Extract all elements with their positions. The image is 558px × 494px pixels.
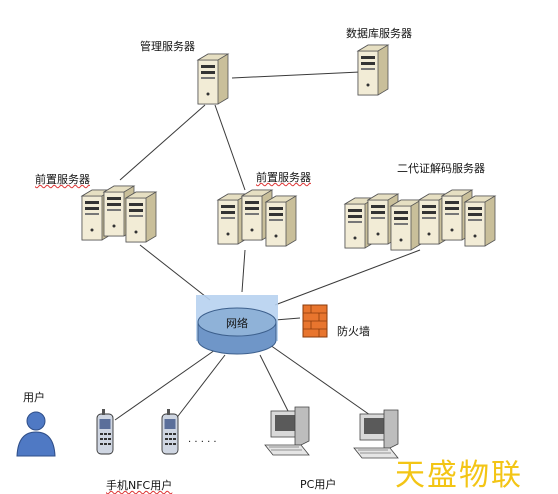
decode-server-label: 二代证解码服务器 xyxy=(397,162,485,175)
firewall-icon xyxy=(302,304,328,338)
user-icon xyxy=(16,411,56,457)
user-label: 用户 xyxy=(23,391,45,404)
phone-icon-1 xyxy=(96,408,114,455)
front-server-left-group-icon xyxy=(81,185,157,243)
brand-watermark: 天盛物联 xyxy=(395,458,523,493)
pc-icon-1 xyxy=(264,406,310,456)
pc-icon-2 xyxy=(353,409,399,459)
nfc-users-label: 手机NFC用户 xyxy=(106,479,173,492)
front-server-mid-label: 前置服务器 xyxy=(256,171,311,184)
network-icon xyxy=(196,295,278,355)
management-server-label: 管理服务器 xyxy=(140,40,195,53)
front-server-left-label: 前置服务器 xyxy=(35,173,90,186)
connector-lines xyxy=(114,71,421,421)
network-label: 网络 xyxy=(226,317,248,330)
decode-server-group-icon xyxy=(344,189,496,251)
ellipsis-dots: · · · · · xyxy=(188,437,217,448)
front-server-mid-group-icon xyxy=(217,189,297,247)
management-server-icon xyxy=(197,53,229,105)
firewall-label: 防火墙 xyxy=(337,325,370,338)
phone-icon-2 xyxy=(161,408,179,455)
pc-users-label: PC用户 xyxy=(300,478,337,491)
database-server-label: 数据库服务器 xyxy=(346,27,412,40)
database-server-icon xyxy=(357,44,389,96)
